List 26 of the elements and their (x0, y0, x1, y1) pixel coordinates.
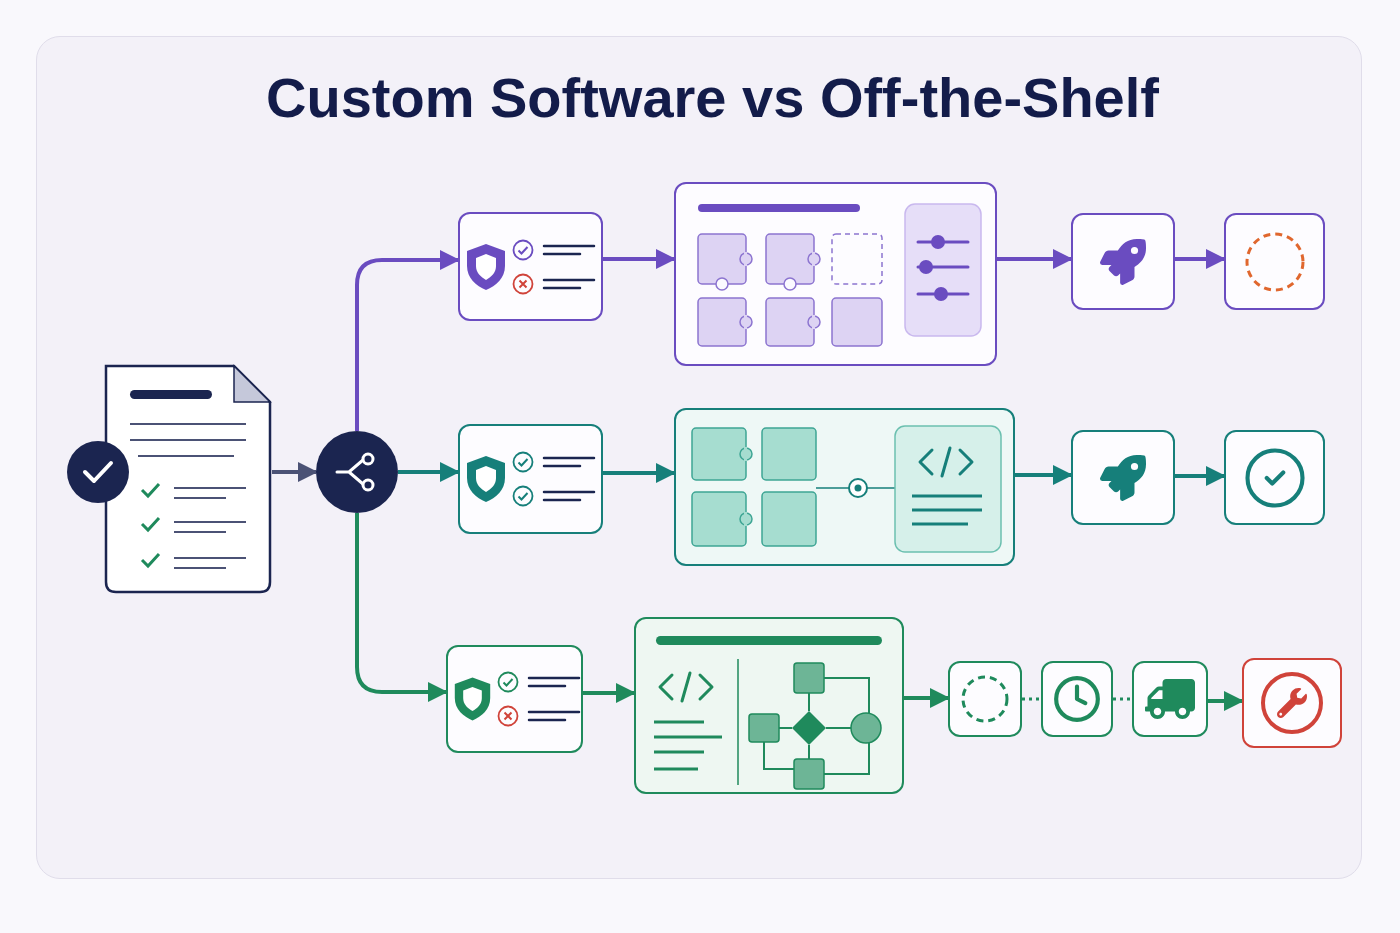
arrow (1015, 465, 1073, 485)
step-card (1041, 661, 1113, 737)
step-card (1071, 430, 1175, 525)
step-card (1132, 661, 1208, 737)
arrow (1175, 249, 1226, 269)
arrow (603, 249, 676, 269)
step-card (1242, 658, 1342, 748)
arrow (1208, 691, 1244, 711)
step-card (1071, 213, 1175, 310)
step-card (458, 424, 603, 534)
title: Custom Software vs Off-the-Shelf (266, 70, 1159, 126)
step-card (948, 661, 1022, 737)
step-card (1224, 213, 1325, 310)
step-card (446, 645, 583, 753)
step-card (458, 212, 603, 321)
arrow (603, 463, 676, 483)
arrow (997, 249, 1073, 269)
arrow (355, 513, 448, 702)
arrow (272, 462, 318, 482)
arrow (355, 250, 460, 431)
checklist-document-drawing (66, 364, 272, 594)
step-card (1224, 430, 1325, 525)
arrow (583, 683, 636, 703)
arrow (1175, 466, 1226, 486)
arrow (904, 688, 950, 708)
arrow (398, 462, 460, 482)
